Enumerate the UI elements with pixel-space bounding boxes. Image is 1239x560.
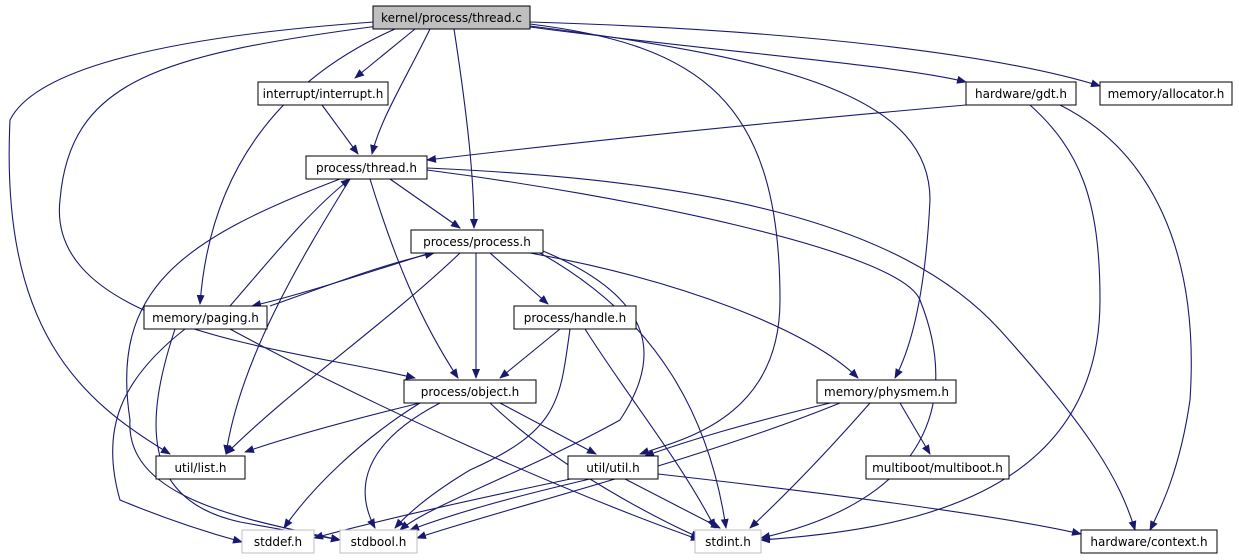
edge-thread-c-to-object-h [58,25,416,380]
node-label: stddef.h [254,535,302,549]
edge-util-h-to-stdbool-h [409,478,591,531]
node-box [694,529,762,554]
node-thread-h[interactable]: process/thread.h [305,155,428,180]
node-box [513,305,637,330]
node-label: stdint.h [705,535,751,549]
edge-process-h-to-handle-h [489,252,549,305]
node-box [143,305,268,330]
edge-process-h-to-physmem-h [529,252,859,379]
node-multiboot-h[interactable]: multiboot/multiboot.h [865,455,1010,480]
node-label: kernel/process/thread.c [381,11,522,25]
node-label: hardware/context.h [1090,535,1207,549]
edge-gdt-h-to-thread-h [426,104,967,163]
node-box [965,81,1077,106]
node-allocator-h[interactable]: memory/allocator.h [1099,81,1233,106]
edge-thread-h-to-process-h [389,178,461,229]
node-label: util/util.h [586,461,639,475]
node-label: memory/allocator.h [1108,87,1225,101]
nodes-layer: kernel/process/thread.c interrupt/interru… [143,5,1233,554]
node-util-h[interactable]: util/util.h [567,455,659,480]
edge-thread-c-to-gdt-h [529,26,967,84]
node-stdint-h: stdint.h [694,529,762,554]
node-label: hardware/gdt.h [975,87,1067,101]
node-label: memory/paging.h [152,311,259,325]
edge-object-h-to-stddef-h [283,402,421,529]
edge-thread-h-to-context-h [426,167,1137,531]
node-gdt-h[interactable]: hardware/gdt.h [965,81,1077,106]
node-stddef-h: stddef.h [241,529,315,554]
edge-thread-h-to-stdbool-h [126,178,341,542]
edge-process-h-to-stdint-h [539,252,729,529]
node-label: multiboot/multiboot.h [872,461,1003,475]
node-label: stdbool.h [351,535,407,549]
edge-process-h-to-stdbool-h [399,250,645,531]
node-box [241,529,315,554]
edge-thread-c-to-util-h [529,23,781,455]
node-label: process/process.h [423,235,531,249]
node-box [1099,81,1233,106]
node-box [339,529,418,554]
edge-thread-c-to-paging-h [196,28,396,305]
node-box [816,379,957,404]
node-label: process/handle.h [524,311,626,325]
edge-handle-h-to-stdint-h [584,328,716,529]
edge-object-h-to-stdbool-h [364,402,441,529]
edge-interrupt-h-to-thread-h [321,104,359,155]
edge-thread-c-to-process-h [453,28,478,229]
edge-thread-c-to-physmem-h [529,25,931,379]
node-box [403,379,537,404]
node-label: memory/physmem.h [824,385,949,399]
node-stdbool-h: stdbool.h [339,529,418,554]
edge-paging-h-to-stdbool-h [155,328,341,543]
node-box [865,455,1010,480]
node-box [410,229,544,254]
node-box [305,155,428,180]
edges-layer [8,21,1192,544]
node-label: interrupt/interrupt.h [263,87,384,101]
edge-thread-h-to-stdint-h [426,169,937,540]
node-paging-h[interactable]: memory/paging.h [143,305,268,330]
node-interrupt-h[interactable]: interrupt/interrupt.h [257,81,389,106]
node-object-h[interactable]: process/object.h [403,379,537,404]
node-thread-c[interactable]: kernel/process/thread.c [372,5,531,30]
node-box [155,455,246,480]
edge-thread-c-to-list-h [8,21,375,455]
node-label: util/list.h [174,461,226,475]
edge-handle-h-to-object-h [499,328,561,379]
edge-object-h-to-list-h [244,402,421,453]
edge-physmem-h-to-multiboot-h [899,402,931,455]
node-label: process/object.h [421,385,520,399]
edge-gdt-h-to-context-h [1059,104,1192,531]
edge-paging-h-to-thread-h [229,178,351,307]
edge-util-h-to-stdint-h [624,478,721,529]
edge-util-h-to-context-h [657,473,1082,536]
edge-gdt-h-to-stdint-h [760,104,1101,544]
edge-paging-h-to-stdint-h [229,328,701,541]
node-box [1080,529,1218,554]
node-physmem-h[interactable]: memory/physmem.h [816,379,957,404]
edge-object-h-to-util-h [499,402,597,455]
node-process-h[interactable]: process/process.h [410,229,544,254]
edge-thread-h-to-object-h [369,178,459,379]
edge-thread-c-to-allocator-h [529,21,1101,88]
edge-paging-h-to-process-h [269,251,435,307]
edge-handle-h-to-stdbool-h [394,328,571,529]
edge-paging-h-to-stddef-h [112,328,243,544]
node-handle-h[interactable]: process/handle.h [513,305,637,330]
node-context-h[interactable]: hardware/context.h [1080,529,1218,554]
edge-physmem-h-to-stdint-h [749,402,871,529]
edge-thread-c-to-thread-h [370,28,431,155]
node-box [257,81,389,106]
edge-thread-c-to-interrupt-h [354,28,416,79]
node-list-h[interactable]: util/list.h [155,455,246,480]
edge-thread-h-to-list-h [223,178,351,455]
node-box [372,5,531,30]
node-box [567,455,659,480]
edge-physmem-h-to-util-h [644,402,831,457]
node-label: process/thread.h [316,161,417,175]
edge-object-h-to-stdint-h [489,402,701,539]
edge-process-h-to-list-h [225,252,461,455]
edge-physmem-h-to-stdbool-h [416,402,841,539]
